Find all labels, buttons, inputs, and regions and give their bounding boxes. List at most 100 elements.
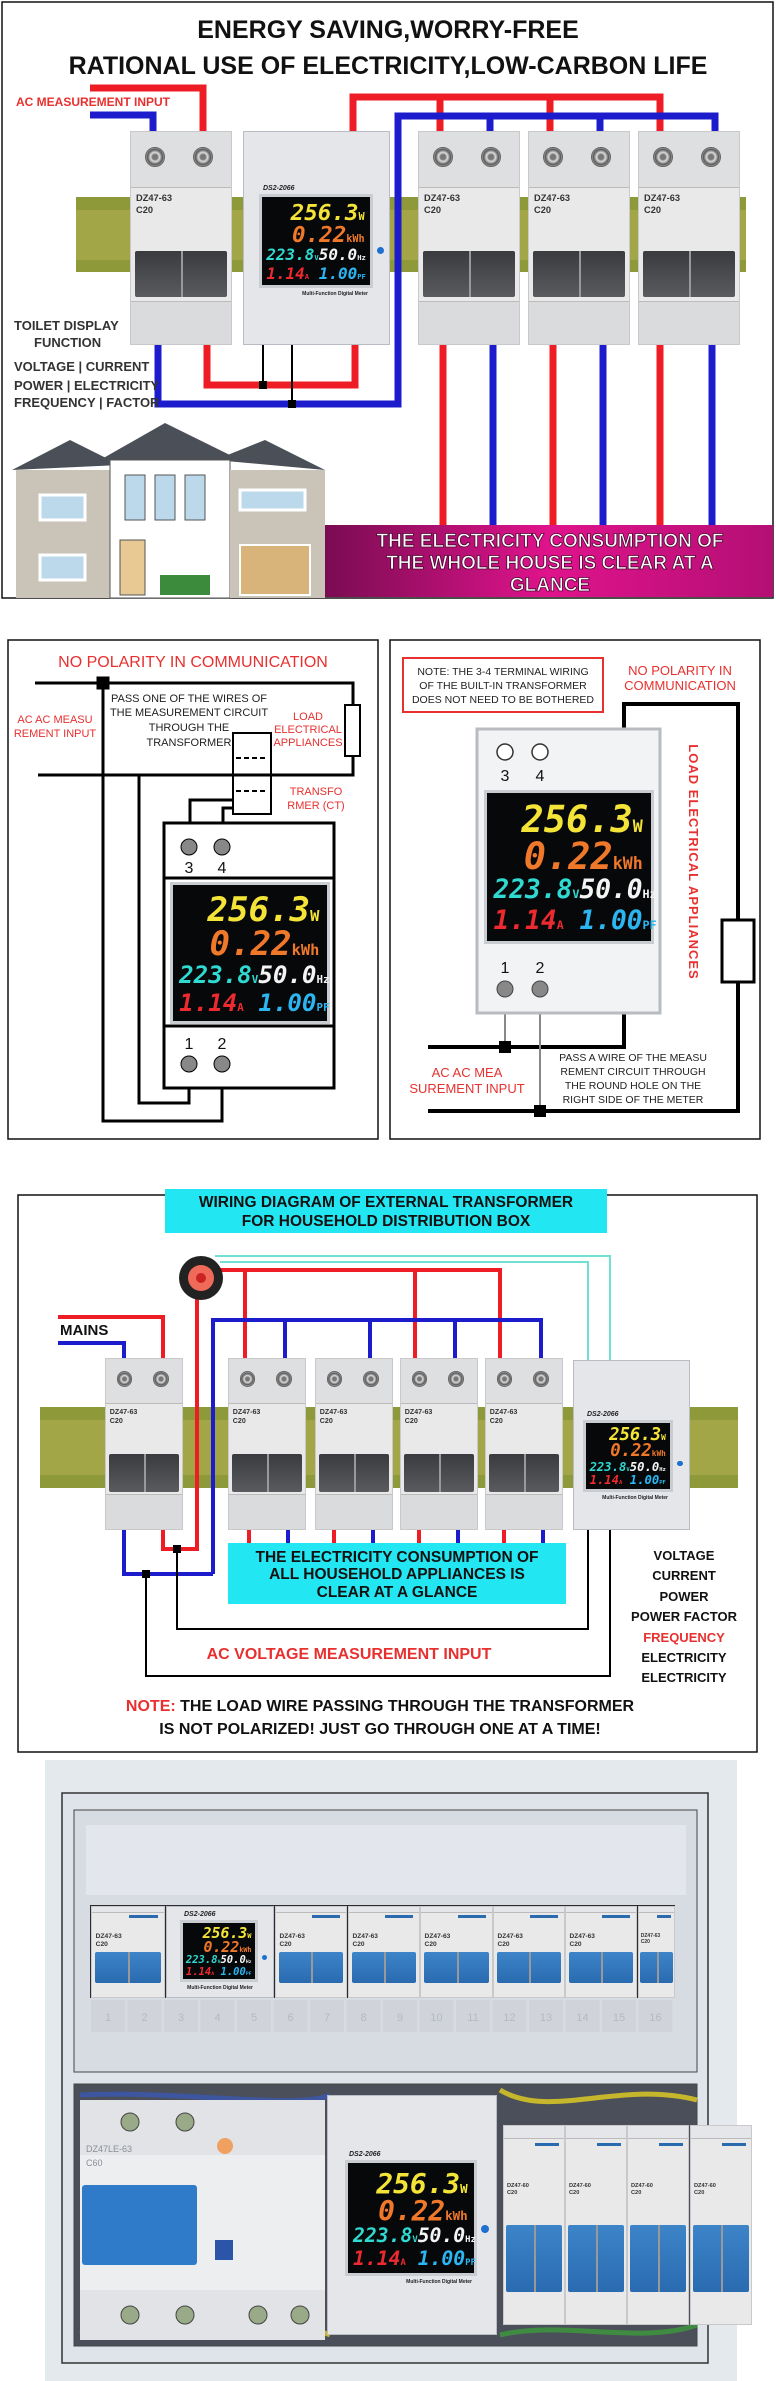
breaker-rating: C20	[424, 1941, 437, 1949]
power-value: 256.3	[202, 1924, 248, 1943]
breaker-rating: C20	[424, 204, 441, 215]
breaker-toggle-handle[interactable]	[640, 1952, 673, 1983]
terminal-screw-icon	[533, 1370, 549, 1387]
current-unit: A	[556, 918, 564, 933]
breaker-toggle-handle[interactable]	[506, 2225, 562, 2293]
panel3-wires	[58, 1255, 611, 1677]
breaker-rating: C20	[95, 1941, 108, 1949]
breaker-model: DZ47-63	[95, 1933, 122, 1941]
power-unit: W	[358, 212, 365, 224]
breaker-toggle-handle[interactable]	[319, 1454, 389, 1492]
breaker-model: DZ47-63	[644, 193, 681, 204]
current-value: 1.14	[266, 263, 305, 283]
breaker-model: DZ47-63	[569, 1933, 595, 1941]
energy-unit: kWh	[612, 853, 643, 873]
power-factor-value: 1.00	[579, 906, 643, 937]
reset-button[interactable]	[377, 246, 385, 254]
breaker-toggle-handle[interactable]	[496, 1952, 562, 1983]
breaker-model: DZ47-63	[534, 193, 571, 204]
breaker-toggle-handle[interactable]	[278, 1952, 344, 1983]
power-factor-unit: PF	[642, 918, 657, 933]
breaker-model: DZ47-63	[279, 1933, 305, 1941]
breaker-toggle-handle[interactable]	[109, 1454, 179, 1492]
power-factor-value: 1.00	[318, 263, 358, 283]
power-factor-value: 1.00	[220, 1965, 246, 1978]
breaker-toggle-handle[interactable]	[533, 250, 625, 298]
breaker-rating: C20	[279, 1941, 292, 1949]
meter-model-label: DS2-2066	[263, 185, 295, 192]
current-value: 1.14	[179, 989, 238, 1018]
current-unit: A	[237, 1001, 244, 1015]
breaker-model: DZ47-63	[424, 193, 461, 204]
breaker-toggle-handle[interactable]	[423, 250, 515, 298]
breaker-model: DZ47-60	[631, 2183, 653, 2190]
meter-model-label: DS2-2066	[349, 2151, 381, 2158]
power-unit: W	[632, 816, 643, 836]
voltage-unit: V	[217, 1959, 221, 1965]
breaker-model: DZ47-60	[569, 2183, 591, 2190]
breaker-toggle-handle[interactable]	[351, 1952, 417, 1983]
power-factor-unit: PF	[465, 2257, 476, 2268]
breaker-model: DZ47-63	[109, 1408, 138, 1417]
voltage-value: 223.8	[353, 2223, 413, 2247]
breaker-model: DZ47-63	[352, 1933, 378, 1941]
panel1-wires	[90, 84, 719, 526]
breaker-toggle-handle[interactable]	[232, 1454, 302, 1492]
current-unit: A	[619, 1480, 623, 1487]
breaker-rating: C20	[694, 2190, 705, 2197]
breaker-toggle-handle[interactable]	[404, 1454, 474, 1492]
current-value: 1.14	[185, 1965, 212, 1978]
banner-background	[325, 525, 773, 597]
power-unit: W	[661, 1432, 666, 1442]
breaker-toggle-handle[interactable]	[568, 2225, 624, 2293]
breaker-rating: C20	[507, 2190, 518, 2197]
panel3-consumption-box	[228, 1543, 566, 1604]
breaker-toggle-handle[interactable]	[489, 1454, 559, 1492]
breaker-toggle-handle[interactable]	[630, 2225, 686, 2293]
terminal-screw-icon	[363, 1370, 379, 1387]
panel3-title-box	[165, 1189, 607, 1233]
energy-unit: kWh	[445, 2208, 468, 2224]
breaker-model: DZ47-63	[136, 193, 173, 204]
power-factor-unit: PF	[316, 1001, 330, 1015]
power-factor-value: 1.00	[258, 989, 317, 1018]
breaker-rating: C20	[569, 2190, 580, 2197]
breaker-toggle-handle[interactable]	[693, 2225, 749, 2293]
breaker-model: DZ47-60	[694, 2183, 716, 2190]
reset-button[interactable]	[481, 2224, 490, 2234]
power-unit: W	[310, 907, 320, 926]
breaker-toggle-handle[interactable]	[643, 250, 735, 298]
terminal-screw-icon	[193, 146, 213, 167]
power-unit: W	[247, 1932, 252, 1941]
breaker-rating: C20	[644, 204, 661, 215]
power-value: 256.3	[609, 1424, 662, 1445]
breaker-rating: C20	[489, 1416, 503, 1425]
breaker-toggle-handle[interactable]	[135, 250, 227, 298]
breaker-rating: C20	[136, 204, 153, 215]
voltage-unit: V	[251, 972, 259, 986]
breaker-rating: C20	[631, 2190, 642, 2197]
terminal-screw-icon	[239, 1370, 256, 1387]
breaker-toggle-handle[interactable]	[423, 1952, 490, 1983]
reset-button[interactable]	[262, 1955, 267, 1961]
reset-button[interactable]	[677, 1460, 683, 1467]
breaker-rating: C20	[640, 1939, 650, 1946]
terminal-screw-icon	[701, 146, 721, 167]
voltage-value: 223.8	[266, 245, 315, 265]
current-unit: A	[304, 271, 310, 281]
breaker-rating: C20	[569, 1941, 582, 1949]
breaker-toggle-handle[interactable]	[94, 1952, 162, 1983]
voltage-unit: V	[412, 2234, 418, 2245]
meter-caption: Multi-Function Digital Meter	[602, 1495, 668, 1501]
frequency-unit: Hz	[642, 887, 657, 902]
breaker-toggle-handle[interactable]	[568, 1952, 634, 1983]
frequency-value: 50.0	[318, 245, 358, 265]
